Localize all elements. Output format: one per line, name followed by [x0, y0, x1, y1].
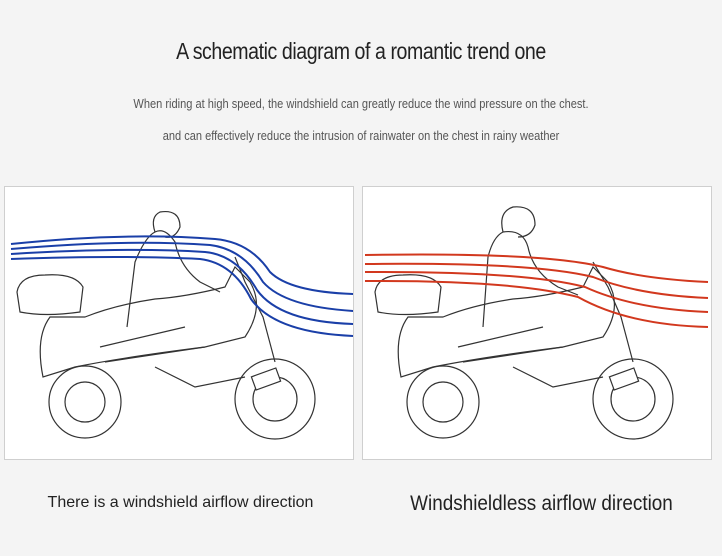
airflow-lines-deflected [10, 235, 353, 337]
no-windshield-diagram-panel [362, 186, 712, 460]
description-line-2: and can effectively reduce the intrusion… [162, 128, 560, 143]
motorcycle-without-windshield-illustration [364, 206, 709, 440]
airflow-lines-straight [364, 253, 709, 328]
caption-with-windshield: There is a windshield airflow direction [47, 494, 314, 511]
motorcycle-sketch [16, 210, 316, 440]
motorcycle-with-windshield-illustration [10, 210, 353, 440]
page-title: A schematic diagram of a romantic trend … [176, 38, 546, 64]
windshield-diagram-panel [4, 186, 354, 460]
motorcycle-sketch [374, 206, 674, 440]
caption-without-windshield: Windshieldless airflow direction [410, 492, 673, 515]
description-line-1: When riding at high speed, the windshiel… [133, 96, 589, 111]
